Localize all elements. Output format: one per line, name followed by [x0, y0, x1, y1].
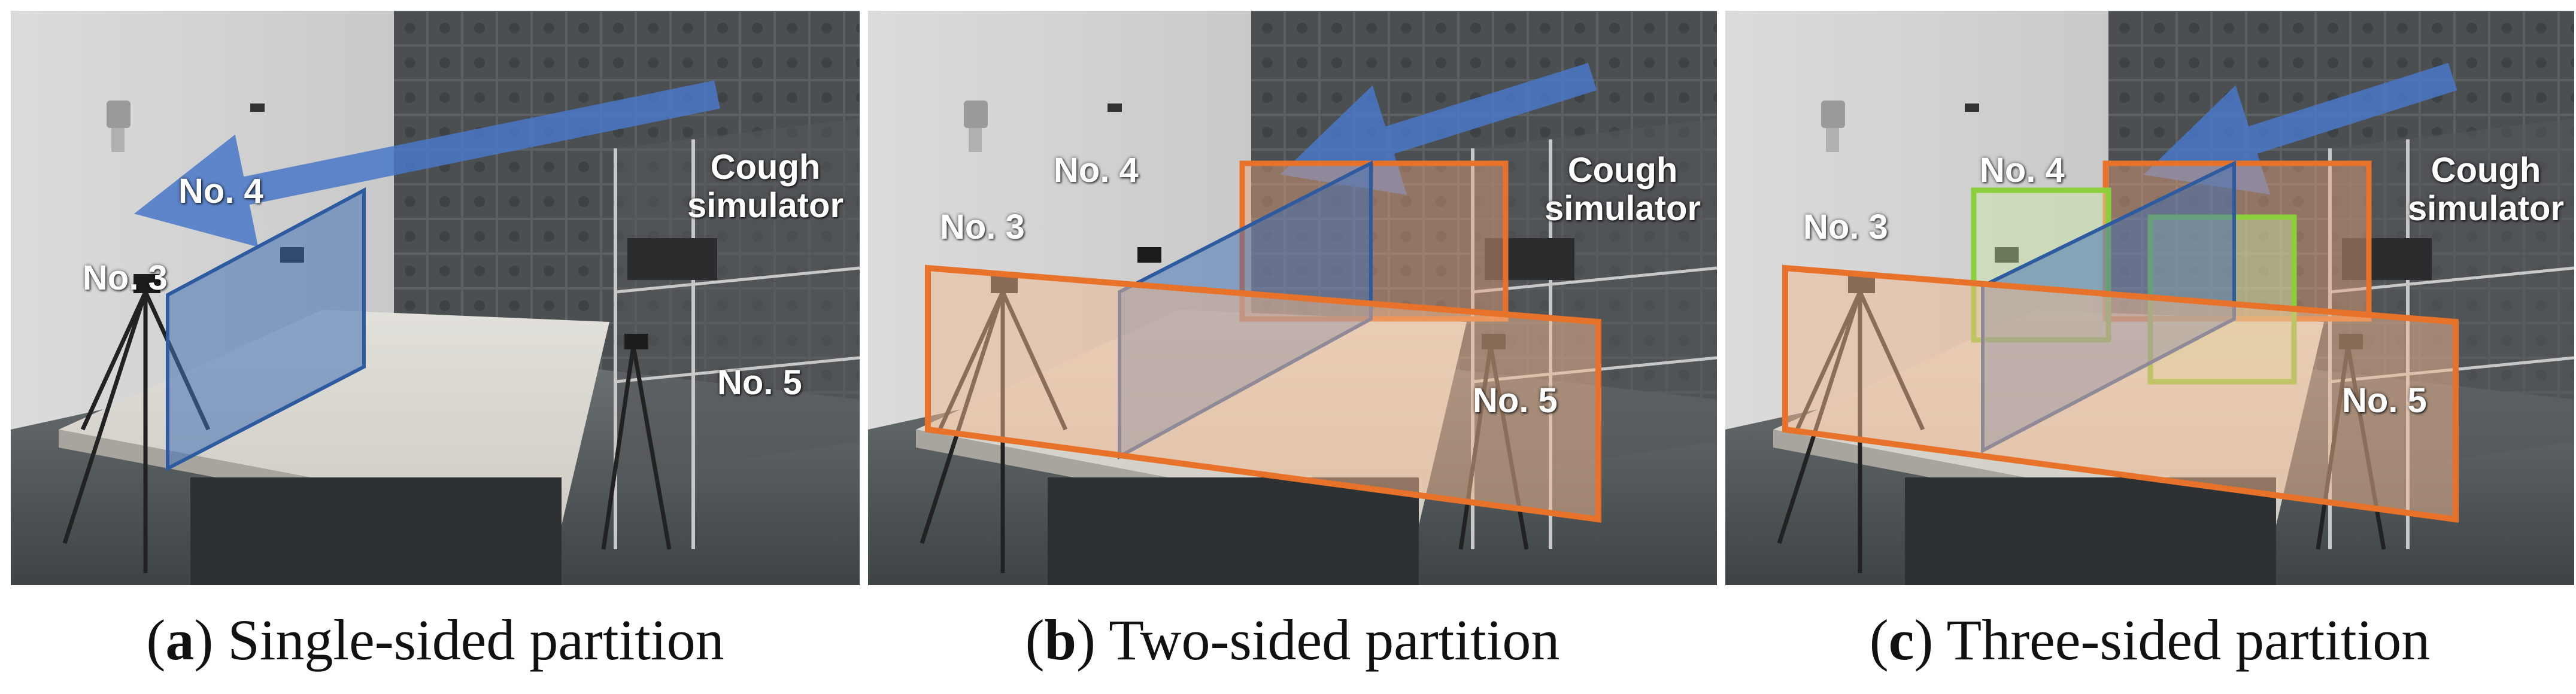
- caption-text: Two-sided partition: [1095, 608, 1560, 672]
- caption-c: (c) Three-sided partition: [1869, 608, 2431, 672]
- label-no3: No. 3: [1803, 208, 1888, 246]
- label-cough-line1: Cough: [710, 148, 821, 187]
- label-cough-line2: simulator: [1545, 189, 1701, 228]
- partition-blue: [166, 187, 366, 471]
- label-no3: No. 3: [83, 258, 168, 297]
- airflow-arrow: [2143, 63, 2457, 195]
- label-no3: No. 3: [940, 208, 1025, 246]
- scene-photo-a: [11, 11, 860, 585]
- photo-panel-c: No. 3 No. 4 No. 5 Cough simulator: [1725, 11, 2574, 585]
- airflow-arrow: [1280, 63, 1597, 195]
- photo-panel-b: No. 3 No. 4 No. 5 Cough simulator: [868, 11, 1717, 585]
- label-no4: No. 4: [1980, 151, 2065, 190]
- caption-b: (b) Two-sided partition: [1025, 608, 1560, 672]
- caption-text: Three-sided partition: [1933, 608, 2431, 672]
- caption-letter: b: [1044, 608, 1076, 672]
- partition-orange-front: [925, 264, 1601, 523]
- label-cough-line2: simulator: [2408, 189, 2565, 228]
- airflow-arrow: [133, 80, 720, 247]
- label-no5: No. 5: [1473, 381, 1558, 420]
- label-no4: No. 4: [178, 172, 263, 211]
- caption-letter: a: [165, 608, 195, 672]
- label-cough-line1: Cough: [2431, 151, 2541, 190]
- label-cough-simulator: Cough simulator: [687, 148, 844, 225]
- partition-orange-front: [1782, 264, 2459, 523]
- label-no5: No. 5: [2342, 381, 2427, 420]
- scene-photo-c: [1725, 11, 2574, 585]
- label-cough-line1: Cough: [1567, 151, 1678, 190]
- label-cough-simulator: Cough simulator: [2408, 151, 2564, 228]
- label-cough-simulator: Cough simulator: [1545, 151, 1701, 228]
- label-cough-line2: simulator: [687, 186, 844, 225]
- caption-text: Single-sided partition: [213, 608, 724, 672]
- photo-panel-a: No. 3 No. 4 No. 5 Cough simulator: [11, 11, 860, 585]
- caption-a: (a) Single-sided partition: [146, 608, 724, 672]
- caption-letter: c: [1888, 608, 1914, 672]
- label-no4: No. 4: [1054, 151, 1139, 190]
- scene-photo-b: [868, 11, 1717, 585]
- label-no5: No. 5: [717, 363, 802, 402]
